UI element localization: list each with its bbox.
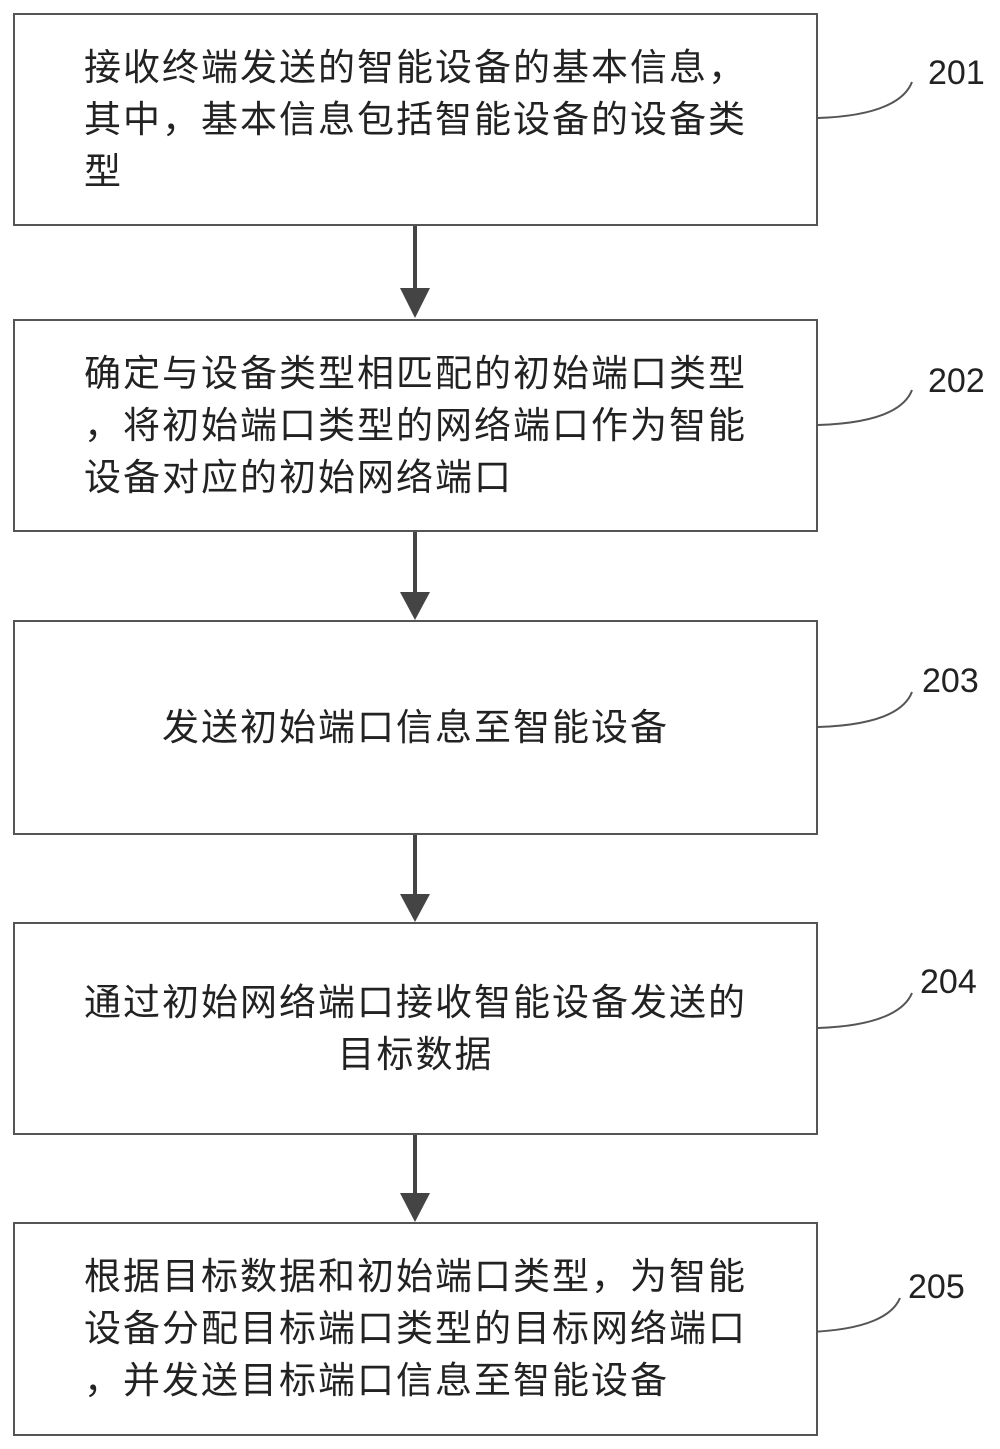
leader-202 — [817, 389, 913, 426]
step-label-203: 203 — [922, 662, 979, 700]
step-box-204: 通过初始网络端口接收智能设备发送的 目标数据 — [13, 922, 818, 1135]
leader-201 — [817, 81, 913, 119]
step-label-201: 201 — [928, 54, 985, 92]
arrow-204-205 — [400, 1135, 430, 1222]
step-text-204: 通过初始网络端口接收智能设备发送的 目标数据 — [84, 980, 747, 1076]
step-label-204: 204 — [920, 963, 977, 1001]
step-text-202: 确定与设备类型相匹配的初始端口类型 ，将初始端口类型的网络端口作为智能 设备对应… — [84, 351, 747, 499]
step-box-203: 发送初始端口信息至智能设备 — [13, 620, 818, 835]
step-label-205: 205 — [908, 1268, 965, 1306]
step-box-202: 确定与设备类型相匹配的初始端口类型 ，将初始端口类型的网络端口作为智能 设备对应… — [13, 319, 818, 532]
step-text-201: 接收终端发送的智能设备的基本信息， 其中，基本信息包括智能设备的设备类 型 — [84, 45, 747, 193]
step-box-205: 根据目标数据和初始端口类型，为智能 设备分配目标端口类型的目标网络端口 ，并发送… — [13, 1222, 818, 1436]
arrow-201-202 — [400, 226, 430, 318]
leader-204 — [817, 992, 913, 1029]
arrow-202-203 — [400, 532, 430, 620]
step-label-202: 202 — [928, 362, 985, 400]
step-text-205: 根据目标数据和初始端口类型，为智能 设备分配目标端口类型的目标网络端口 ，并发送… — [84, 1255, 747, 1402]
arrow-203-204 — [400, 835, 430, 922]
leader-203 — [817, 691, 913, 728]
step-text-203: 发送初始端口信息至智能设备 — [162, 705, 669, 749]
leader-205 — [807, 1297, 901, 1333]
step-box-201: 接收终端发送的智能设备的基本信息， 其中，基本信息包括智能设备的设备类 型 — [13, 13, 818, 226]
